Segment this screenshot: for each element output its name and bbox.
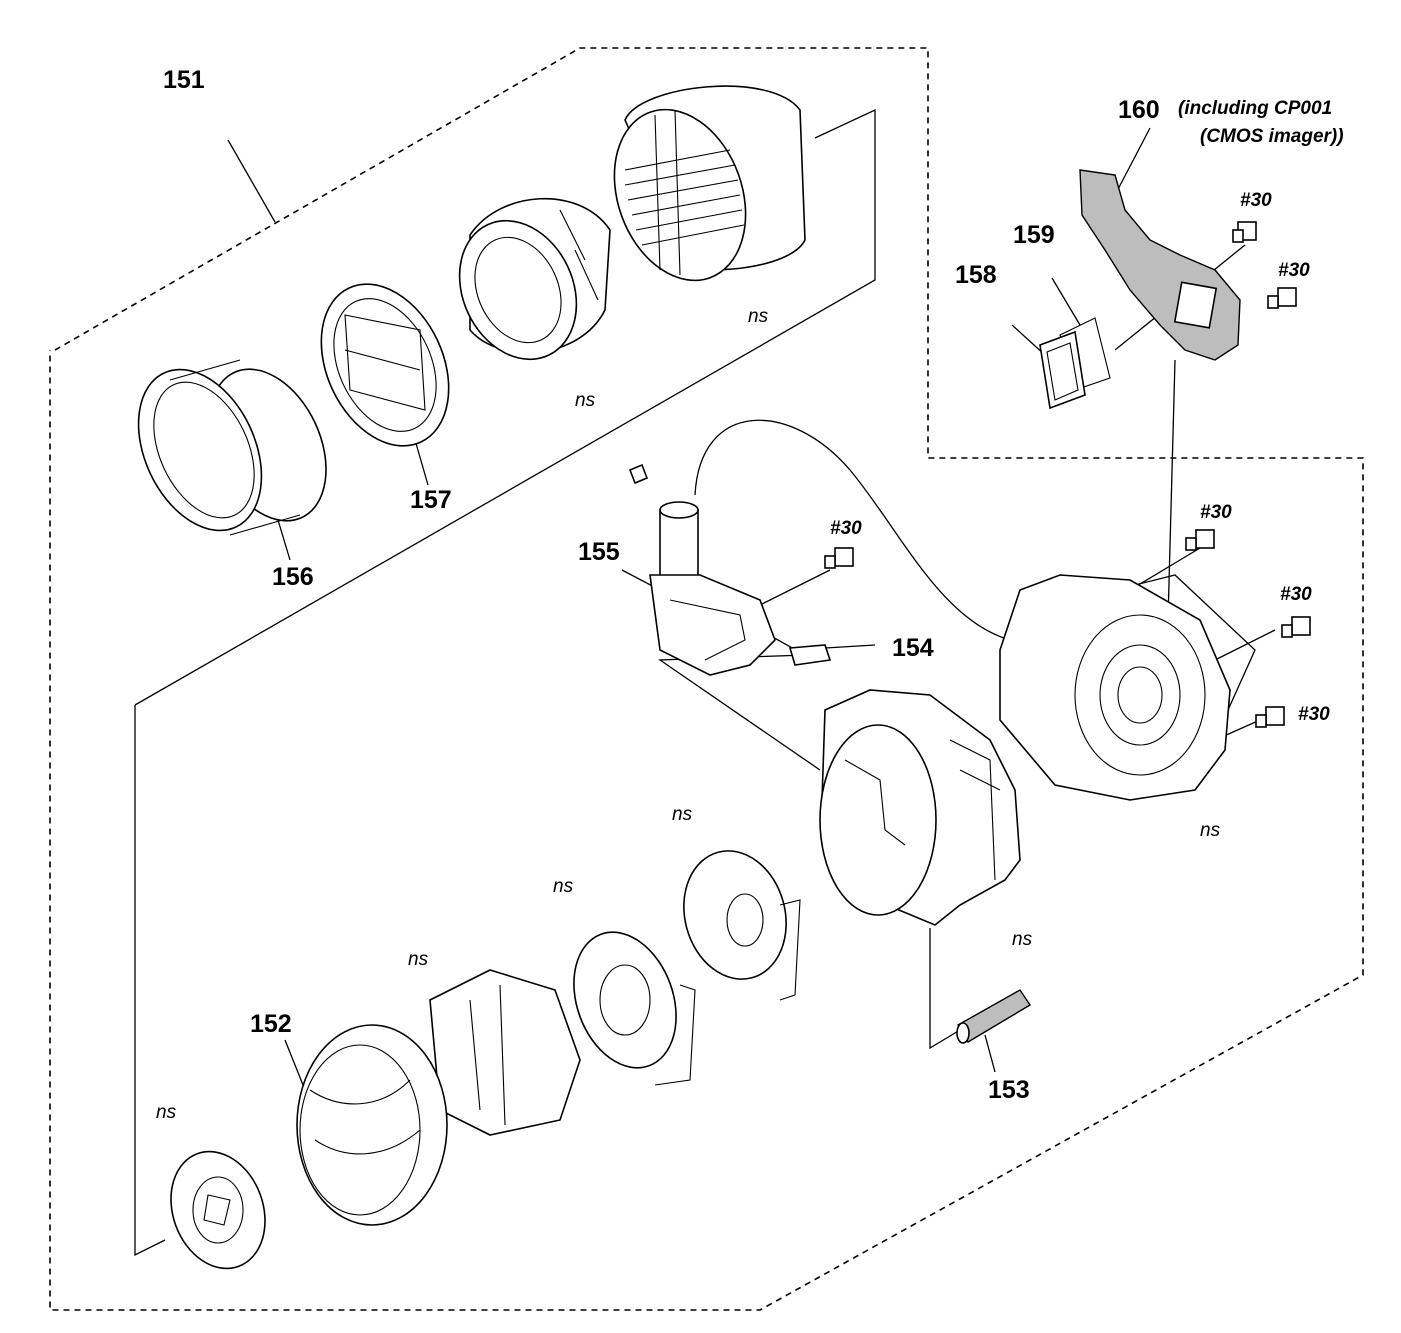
leader-151 <box>227 139 276 223</box>
label-153: 153 <box>988 1076 1030 1104</box>
screw-icon <box>1267 287 1297 309</box>
part-ns-main-housing <box>819 689 1021 926</box>
screw-icon <box>1185 529 1215 551</box>
label-160: 160 <box>1118 96 1160 124</box>
leader-154 <box>824 644 876 649</box>
leader-screw-4 <box>1214 629 1276 661</box>
label-ns: ns <box>672 804 693 825</box>
part-ns-lens-holder <box>429 969 581 1136</box>
leader-screw-155 <box>749 569 831 611</box>
label-screw-30: #30 <box>1240 190 1272 211</box>
label-ns: ns <box>748 306 769 327</box>
label-ns: ns <box>1200 820 1221 841</box>
label-155: 155 <box>578 538 620 566</box>
leader-152 <box>284 1039 306 1091</box>
leader-159 <box>1051 277 1081 326</box>
part-153-roller <box>956 989 1031 1044</box>
label-159: 159 <box>1013 221 1055 249</box>
label-screw-30: #30 <box>1200 502 1232 523</box>
part-ns-barrel <box>613 85 806 282</box>
part-158-frame <box>1039 330 1086 410</box>
part-154-clip <box>788 644 832 666</box>
leader-153-bracket <box>929 928 961 1050</box>
part-157-shutter-frame <box>320 283 450 447</box>
leader-153 <box>984 1034 996 1073</box>
label-screw-30: #30 <box>830 518 862 539</box>
part-ns-shutter-unit <box>573 931 696 1086</box>
part-ns-plate <box>683 850 801 1001</box>
assembly-151-boundary <box>49 47 1364 1311</box>
bracket-upper-parts <box>134 108 876 706</box>
flex-cable <box>694 419 1011 641</box>
part-155-motor-bracket <box>628 463 776 676</box>
label-152: 152 <box>250 1010 292 1038</box>
label-ns: ns <box>408 949 429 970</box>
bracket-screw-group <box>1134 574 1256 751</box>
label-160-note-2: (CMOS imager)) <box>1200 126 1344 147</box>
leader-160 <box>1114 127 1151 196</box>
label-151: 151 <box>163 66 205 94</box>
leader-158 <box>1011 324 1046 356</box>
label-ns: ns <box>156 1102 177 1123</box>
label-154: 154 <box>892 634 934 662</box>
label-158: 158 <box>955 261 997 289</box>
bracket-lower-parts <box>134 705 166 1257</box>
label-ns: ns <box>553 876 574 897</box>
part-156-ring <box>137 359 327 536</box>
label-160-note-1: (including CP001 <box>1178 98 1332 119</box>
part-ns-base-assembly <box>999 574 1231 801</box>
screw-icon <box>1232 221 1257 243</box>
part-160-sensor-flex <box>1079 169 1241 361</box>
screw-icon <box>824 547 854 569</box>
part-ns-lens-group-1 <box>458 197 611 361</box>
part-152-lens-frame <box>296 1024 448 1226</box>
part-ns-front-element <box>170 1150 266 1270</box>
label-screw-30: #30 <box>1280 584 1312 605</box>
screw-icon <box>1255 706 1285 728</box>
label-screw-30: #30 <box>1278 260 1310 281</box>
label-ns: ns <box>575 390 596 411</box>
leader-sensor-to-base <box>1167 359 1176 621</box>
leader-157 <box>414 439 429 486</box>
screw-icon <box>1281 616 1311 638</box>
label-ns: ns <box>1012 929 1033 950</box>
label-screw-30: #30 <box>1298 704 1330 725</box>
label-157: 157 <box>410 486 452 514</box>
label-156: 156 <box>272 563 314 591</box>
